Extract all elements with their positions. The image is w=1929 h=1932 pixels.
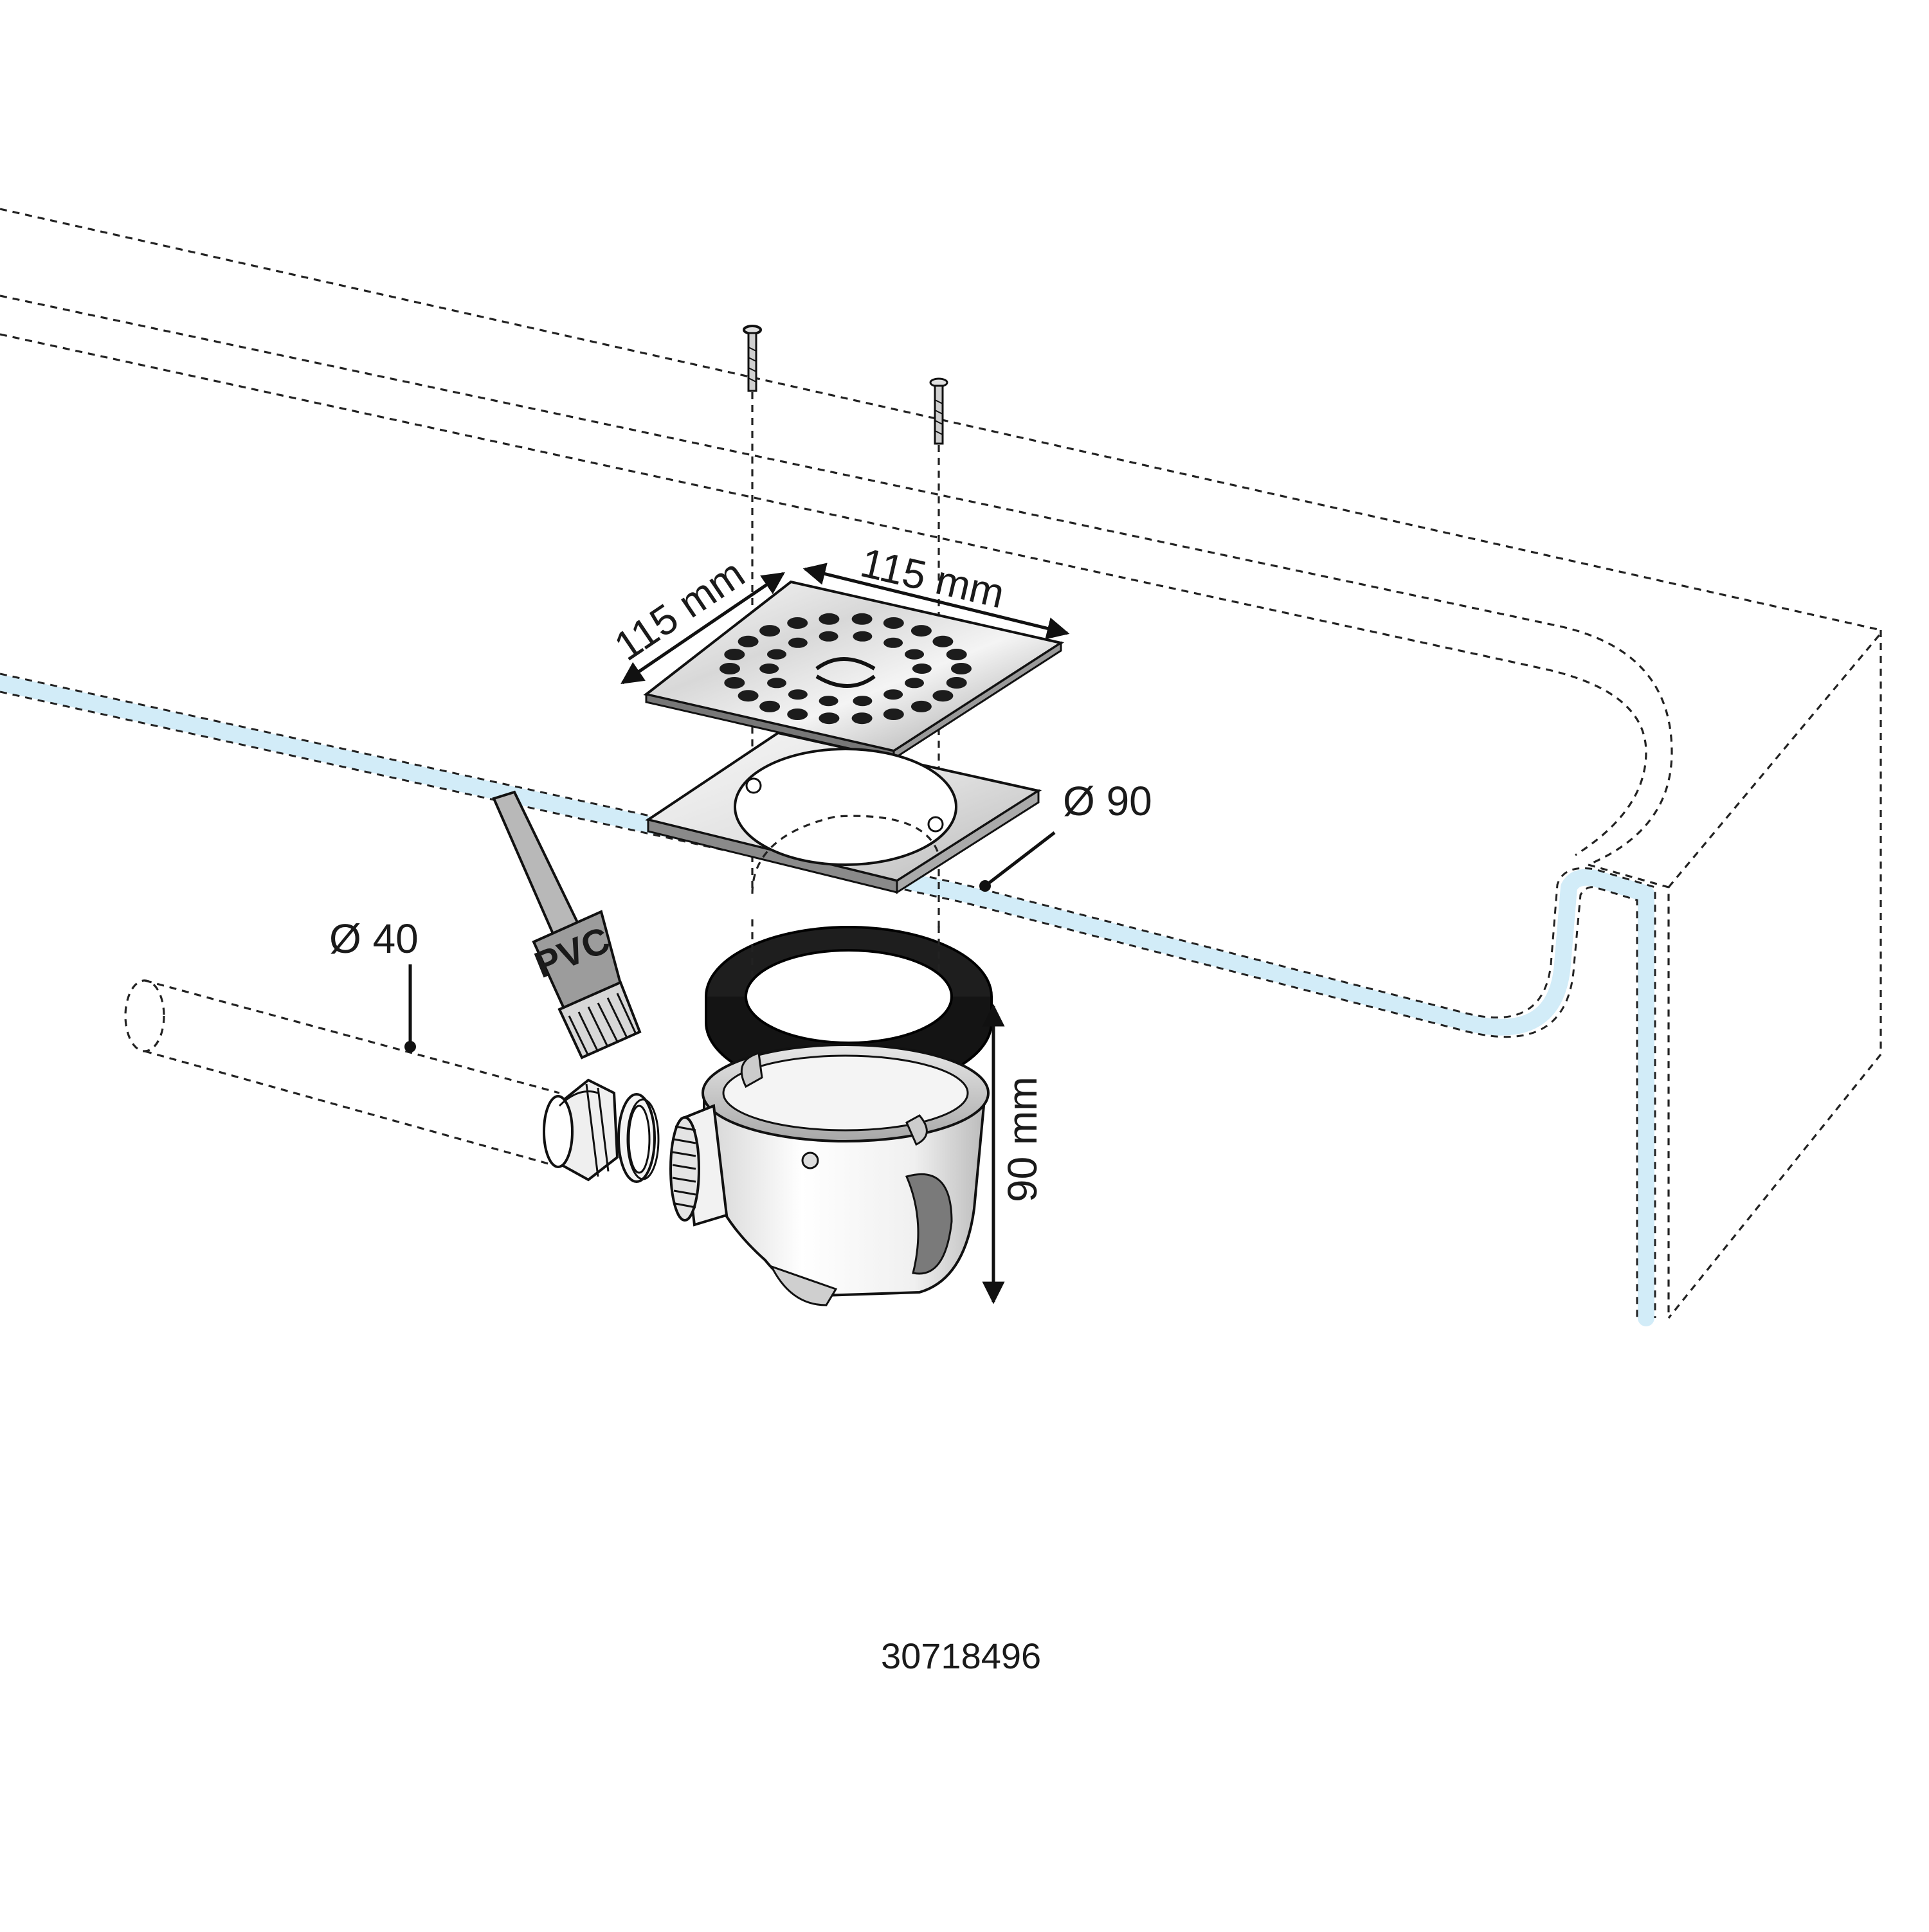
grate-hole: [819, 712, 840, 725]
dimension-grate-right: [802, 563, 1070, 640]
grate-hole: [905, 678, 924, 689]
grate-hole: [905, 649, 924, 660]
grate-hole: [883, 617, 904, 629]
grate-hole: [759, 664, 779, 674]
leader-outlet-diameter: [979, 831, 1056, 892]
grate-hole: [788, 689, 808, 700]
grate-hole: [759, 700, 781, 712]
leader-pipe-diameter: [404, 964, 416, 1052]
grate-hole: [767, 649, 786, 660]
grate-hole: [819, 631, 838, 642]
pvc-glue-brush-icon: [492, 790, 642, 1060]
seal-ring: [617, 1093, 660, 1183]
grate-hole: [883, 637, 903, 648]
grate-hole: [883, 709, 904, 720]
grate-hole: [883, 689, 903, 700]
grate-hole: [853, 696, 873, 707]
mounting-plate: [645, 731, 1042, 894]
shower-tray-outline: [0, 208, 1882, 1319]
grate-hole: [951, 663, 972, 674]
grate-hole: [788, 637, 808, 648]
grate-hole: [851, 613, 873, 625]
screw-icon: [929, 377, 948, 445]
grate-hole: [738, 635, 759, 647]
grate-hole: [851, 712, 873, 725]
grate-hole: [724, 649, 745, 660]
drain-trap-icon: [669, 1043, 990, 1306]
grate-hole: [946, 649, 967, 660]
pipe-diameter-label: Ø 40: [329, 916, 419, 962]
grate-hole: [787, 709, 808, 720]
grate-hole: [853, 631, 873, 642]
outlet-diameter-label: Ø 90: [1063, 778, 1152, 824]
screw-icon: [743, 325, 762, 392]
grate-hole: [912, 664, 932, 674]
reference-number: 30718496: [881, 1636, 1041, 1676]
grate-hole: [819, 696, 838, 707]
trap-height-label: 90 mm: [999, 1076, 1046, 1202]
grate-hole: [946, 677, 967, 689]
waste-pipe-outline: [124, 979, 560, 1166]
grate-hole: [767, 678, 786, 689]
compression-nut: [543, 1078, 619, 1182]
grate-hole: [910, 700, 932, 712]
grate-hole: [724, 677, 745, 689]
dimension-grate-left: [620, 572, 785, 685]
grate-hole: [759, 625, 781, 637]
grate-hole: [910, 625, 932, 637]
grate-hole: [787, 617, 808, 629]
water-level-band: [0, 673, 1656, 1326]
grate-hole: [932, 690, 954, 702]
grate-hole: [932, 635, 954, 647]
grate-hole: [819, 613, 840, 625]
grate-hole: [738, 690, 759, 702]
grate-hole: [720, 663, 740, 674]
